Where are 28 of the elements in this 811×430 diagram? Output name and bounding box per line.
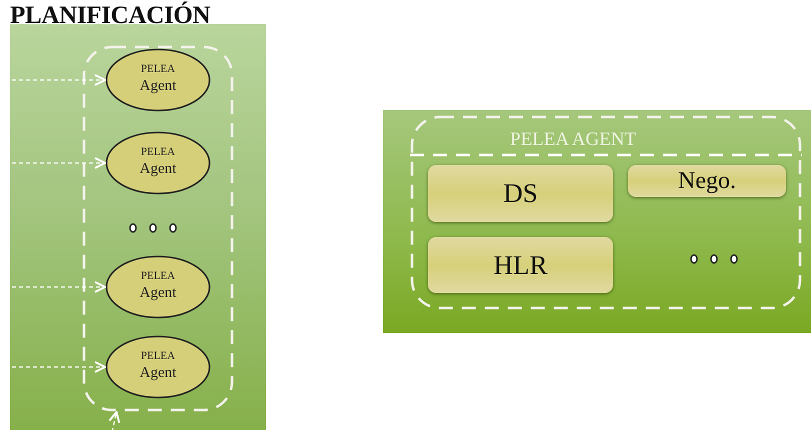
- dashed-agent-box: [410, 115, 802, 310]
- agent-label: Agent: [138, 286, 178, 301]
- dashed-arrow: [12, 281, 106, 293]
- agent-ellipse: [105, 255, 211, 319]
- agent-ellipse: [105, 131, 211, 195]
- panel-title: PLANIFICACIÓN: [10, 2, 210, 30]
- dashed-arrow: [12, 361, 106, 373]
- module-label: HLR: [494, 250, 548, 280]
- dashed-arrow: [12, 74, 106, 86]
- agent-type-label: PELEA: [140, 351, 176, 362]
- module-box: [428, 237, 613, 293]
- dashed-group-box: [82, 45, 234, 412]
- dashed-arrow: [108, 411, 120, 430]
- agent-panel: [383, 110, 811, 333]
- agent-ellipse: [105, 335, 211, 399]
- agent-label: Agent: [138, 162, 178, 177]
- module-label: Nego.: [678, 168, 736, 194]
- module-box: [628, 165, 786, 197]
- module-label: DS: [503, 178, 538, 209]
- agent-label: Agent: [138, 366, 178, 381]
- agent-type-label: PELEA: [140, 271, 176, 282]
- dashed-arrow: [12, 157, 106, 169]
- agent-label: Agent: [138, 79, 178, 94]
- agent-type-label: PELEA: [140, 64, 176, 75]
- agent-title: PELEA AGENT: [510, 129, 636, 151]
- agent-ellipse: [105, 48, 211, 112]
- module-box: [428, 165, 613, 222]
- agent-type-label: PELEA: [140, 147, 176, 158]
